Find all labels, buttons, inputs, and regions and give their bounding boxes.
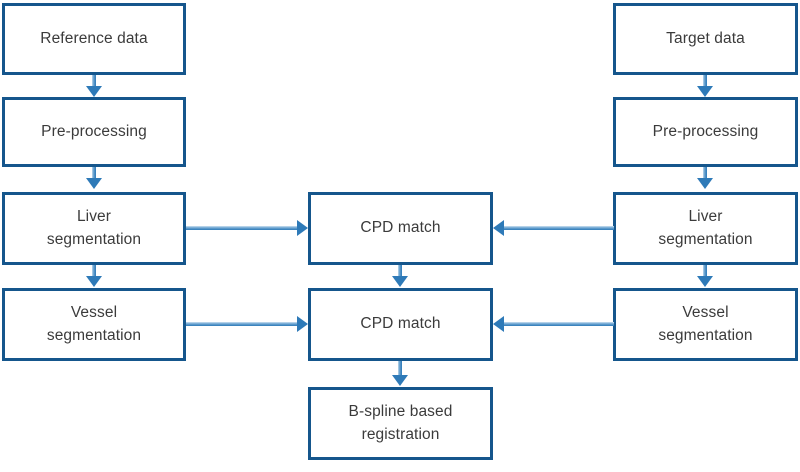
arrowhead-down-icon [86, 86, 102, 97]
arrowhead-left-icon [493, 316, 504, 332]
edge-target-to-preprocessing [703, 75, 707, 89]
edge-right-preprocessing-to-liver [703, 167, 707, 181]
node-left-liver-segmentation[interactable]: Liver segmentation [2, 192, 186, 265]
arrowhead-down-icon [86, 178, 102, 189]
node-label: Pre-processing [652, 122, 759, 140]
node-right-pre-processing[interactable]: Pre-processing [613, 97, 798, 167]
node-label: CPD match [360, 219, 441, 237]
node-cpd-match-liver[interactable]: CPD match [308, 192, 493, 265]
edge-cpd-vessel-to-bspline [398, 361, 402, 376]
edge-right-vessel-to-cpd [504, 322, 614, 326]
arrowhead-down-icon [697, 86, 713, 97]
node-label: CPD match [360, 315, 441, 333]
edge-reference-to-preprocessing [92, 75, 96, 89]
node-right-liver-segmentation[interactable]: Liver segmentation [613, 192, 798, 265]
node-bspline-registration[interactable]: B-spline based registration [308, 387, 493, 460]
node-label: Liver segmentation [658, 208, 753, 248]
edge-left-vessel-to-cpd [186, 322, 298, 326]
arrowhead-down-icon [697, 276, 713, 287]
node-right-vessel-segmentation[interactable]: Vessel segmentation [613, 288, 798, 361]
node-label: Vessel segmentation [46, 304, 142, 344]
node-cpd-match-vessel[interactable]: CPD match [308, 288, 493, 361]
node-target-data[interactable]: Target data [613, 3, 798, 75]
arrowhead-down-icon [86, 276, 102, 287]
node-label: Vessel segmentation [658, 304, 753, 344]
node-label: B-spline based registration [348, 403, 453, 443]
arrowhead-right-icon [297, 220, 308, 236]
node-label: Pre-processing [41, 122, 147, 140]
edge-left-liver-to-cpd [186, 226, 298, 230]
arrowhead-down-icon [697, 178, 713, 189]
node-label: Liver segmentation [46, 208, 142, 248]
edge-left-preprocessing-to-liver [92, 167, 96, 181]
node-label: Target data [666, 29, 745, 47]
node-left-pre-processing[interactable]: Pre-processing [2, 97, 186, 167]
edge-cpd-liver-to-cpd-vessel [398, 265, 402, 279]
edge-right-liver-to-vessel [703, 265, 707, 279]
node-reference-data[interactable]: Reference data [2, 3, 186, 75]
edge-left-liver-to-vessel [92, 265, 96, 279]
arrowhead-right-icon [297, 316, 308, 332]
node-label: Reference data [40, 29, 148, 47]
arrowhead-down-icon [392, 375, 408, 386]
edge-right-liver-to-cpd [504, 226, 614, 230]
node-left-vessel-segmentation[interactable]: Vessel segmentation [2, 288, 186, 361]
arrowhead-down-icon [392, 276, 408, 287]
arrowhead-left-icon [493, 220, 504, 236]
